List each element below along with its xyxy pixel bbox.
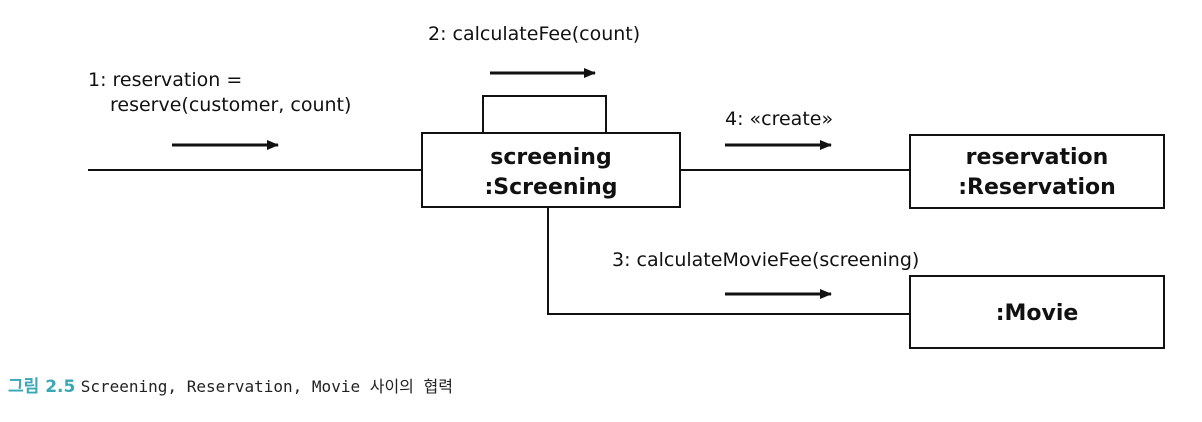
message-1: 1: reservation = reserve(customer, count… [88, 69, 351, 150]
message-1-line1: 1: reservation = [88, 69, 242, 91]
message-2: 2: calculateFee(count) [428, 23, 640, 78]
self-link-screening [482, 95, 607, 133]
collaboration-diagram: screening :Screening reservation :Reserv… [88, 23, 1165, 349]
message-3: 3: calculateMovieFee(screening) [612, 249, 919, 299]
message-3-label: 3: calculateMovieFee(screening) [612, 249, 919, 271]
object-screening-class: :Screening [485, 175, 618, 200]
object-reservation: reservation :Reservation [909, 134, 1165, 209]
object-reservation-class: :Reservation [958, 175, 1116, 200]
figure-caption: 그림 2.5 Screening, Reservation, Movie 사이의… [8, 372, 453, 397]
message-1-line2: reserve(customer, count) [110, 94, 351, 116]
object-screening: screening :Screening [421, 132, 681, 208]
figure-caption-label: 그림 2.5 [8, 377, 76, 397]
figure-caption-text: Screening, Reservation, Movie 사이의 협력 [80, 377, 453, 396]
object-movie-class: :Movie [996, 301, 1079, 326]
object-screening-name: screening [490, 145, 611, 170]
message-4-label: 4: «create» [725, 108, 833, 130]
link-screening-movie [547, 207, 910, 315]
object-reservation-name: reservation [966, 145, 1109, 170]
message-2-label: 2: calculateFee(count) [428, 23, 640, 45]
message-4: 4: «create» [725, 108, 833, 150]
object-movie: :Movie [909, 275, 1165, 349]
